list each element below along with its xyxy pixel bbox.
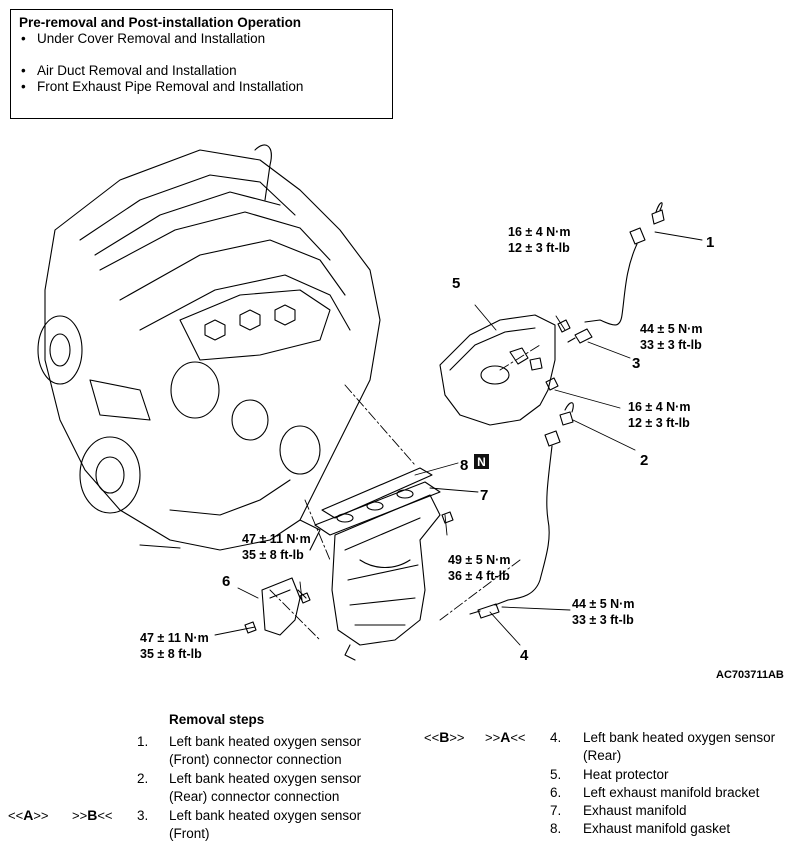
pre-removal-list: • Under Cover Removal and Installation • A… [19,31,384,95]
torque-16-mid-ftlb: 12 ± 3 ft-lb [628,416,690,430]
step-number: 2. [137,771,149,786]
torque-44-right-ftlb: 33 ± 3 ft-lb [640,338,702,352]
callout-2: 2 [640,452,648,469]
step-text: (Rear) connector connection [169,789,340,804]
removal-steps: Removal steps 1. Left bank heated oxygen… [0,708,809,848]
step-text: Left bank heated oxygen sensor [583,730,776,745]
callout-8: 8 [460,457,468,474]
step-text: Left bank heated oxygen sensor [169,808,362,823]
bullet-icon: • [21,31,26,46]
step-text: Left bank heated oxygen sensor [169,734,362,749]
step-number: 8. [550,821,562,836]
step-text: (Front) [169,826,210,841]
exhaust-manifold-diagram: 1 2 3 4 5 6 7 8 N 16 ± 4 N·m 12 ± 3 ft-l… [37,144,784,681]
bullet-icon: • [21,79,26,94]
pre-removal-item-text: Air Duct Removal and Installation [37,63,237,78]
pre-removal-item: • Under Cover Removal and Installation [19,31,384,47]
torque-47-upper-nm: 47 ± 11 N·m [242,532,311,546]
step-number: 5. [550,767,562,782]
figure-id: AC703711AB [716,669,784,681]
step-text: Exhaust manifold [583,803,687,818]
callout-4: 4 [520,647,529,664]
step-number: 6. [550,785,562,800]
torque-44-lower-ftlb: 33 ± 3 ft-lb [572,613,634,627]
heat-protector-illustration [439,314,556,426]
callout-1: 1 [706,234,714,251]
step-number: 7. [550,803,562,818]
step-number: 1. [137,734,149,749]
torque-47-lower-nm: 47 ± 11 N·m [140,631,209,645]
pre-removal-item: • Front Exhaust Pipe Removal and Installa… [19,79,384,95]
step-number: 3. [137,808,149,823]
step-number: 4. [550,730,562,745]
install-mark-b: <<B>> [424,729,465,745]
step-text: (Rear) [583,748,622,763]
sensor-front-illustration [567,202,665,344]
step-text: Left bank heated oxygen sensor [169,771,362,786]
pre-removal-item-text: Front Exhaust Pipe Removal and Installat… [37,79,304,94]
badge-letter: N [477,455,486,469]
callout-6: 6 [222,573,230,590]
bolt-icon [244,319,571,634]
exhaust-manifold-illustration [331,494,441,661]
remove-mark-b: >>B<< [72,807,113,823]
step-text: Exhaust manifold gasket [583,821,731,836]
torque-44-right-nm: 44 ± 5 N·m [640,322,702,336]
callout-3: 3 [632,355,640,372]
engine-illustration [37,144,381,551]
torque-47-upper-ftlb: 35 ± 8 ft-lb [242,548,304,562]
callout-5: 5 [452,275,460,292]
torque-44-lower-nm: 44 ± 5 N·m [572,597,634,611]
remove-mark-a: >>A<< [485,729,526,745]
torque-16-top-ftlb: 12 ± 3 ft-lb [508,241,570,255]
pre-removal-box: Pre-removal and Post-installation Operat… [10,9,393,119]
pre-removal-item: • Air Duct Removal and Installation [19,63,384,79]
removal-steps-title: Removal steps [169,712,265,727]
bullet-icon: • [21,63,26,78]
step-text: Left exhaust manifold bracket [583,785,760,800]
install-mark-a: <<A>> [8,807,49,823]
torque-49-nm: 49 ± 5 N·m [448,553,510,567]
callout-7: 7 [480,487,488,504]
pre-removal-title: Pre-removal and Post-installation Operat… [19,15,302,30]
pre-removal-item-text: Under Cover Removal and Installation [37,31,266,46]
torque-16-mid-nm: 16 ± 4 N·m [628,400,690,414]
manifold-bracket-illustration [261,577,307,636]
torque-49-ftlb: 36 ± 4 ft-lb [448,569,510,583]
step-text: Heat protector [583,767,669,782]
torque-47-lower-ftlb: 35 ± 8 ft-lb [140,647,202,661]
torque-16-top-nm: 16 ± 4 N·m [508,225,570,239]
sensor-rear-illustration [469,402,574,619]
new-part-badge: N [474,454,489,469]
step-text: (Front) connector connection [169,752,342,767]
manifold-gasket-illustration [314,467,441,536]
